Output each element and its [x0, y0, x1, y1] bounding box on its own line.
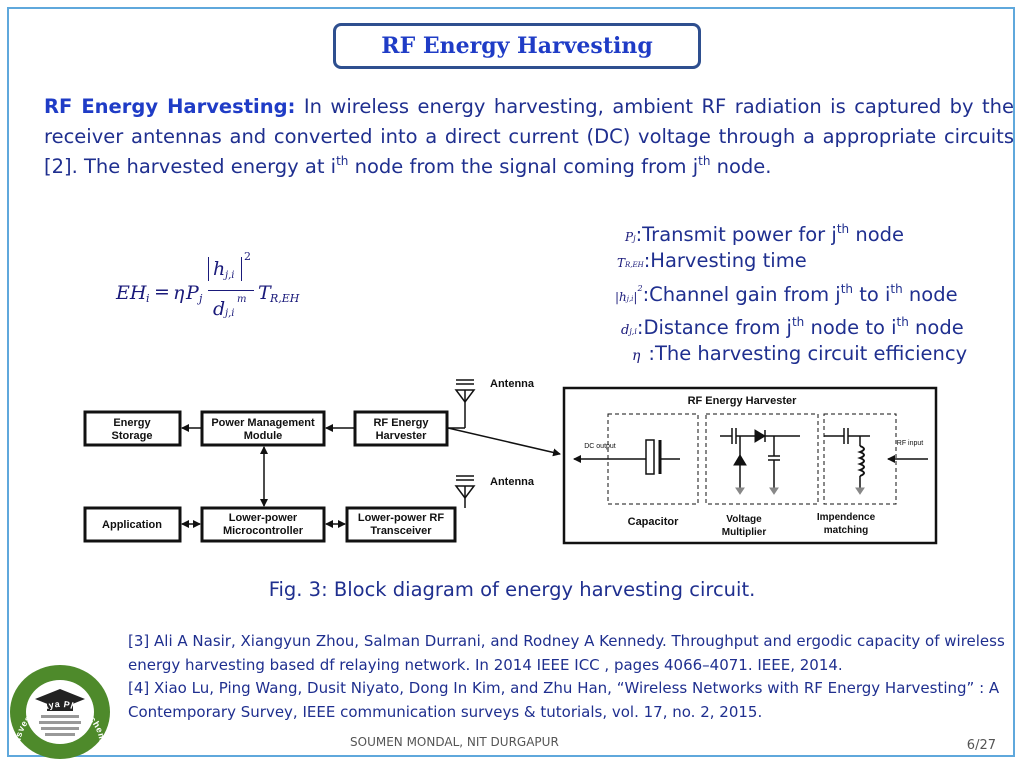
- intro-paragraph: RF Energy Harvesting: In wireless energy…: [44, 92, 1014, 182]
- var-symbol-p: P: [625, 230, 634, 244]
- block-diagram: Energy Storage Power Management Module R…: [83, 378, 938, 545]
- intro-text-3: node.: [710, 155, 772, 178]
- footer-author: SOUMEN MONDAL, NIT DURGAPUR: [350, 735, 559, 749]
- var-channel-gain: |hj,i|2:Channel gain from jth to ith nod…: [615, 282, 958, 306]
- mcu-label-2: Microcontroller: [223, 525, 304, 537]
- rf-harvester-label-1: RF Energy: [373, 417, 429, 429]
- figure-caption: Fig. 3: Block diagram of energy harvesti…: [268, 578, 756, 601]
- impedance-label-1: Impendence: [817, 512, 876, 523]
- intro-text-1: In wireless energy harvesting, ambient R…: [44, 95, 1014, 178]
- var-symbol-h-sup: 2: [637, 284, 643, 293]
- var-sup: th: [836, 222, 850, 236]
- power-management-block: [200, 410, 326, 447]
- eq-eta: η: [173, 282, 185, 304]
- var-transmit-power: Pj:Transmit power for jth node: [625, 223, 904, 246]
- var-label: :Distance from j: [636, 316, 792, 339]
- eq-d-sup: m: [237, 294, 247, 305]
- var-symbol-t-sub: R,EH: [625, 261, 644, 269]
- rf-input-label: RF input: [897, 440, 924, 447]
- eq-lhs-sub: i: [146, 292, 150, 305]
- eq-h-sub: j,i: [225, 270, 235, 281]
- var-label: :The harvesting circuit efficiency: [648, 342, 968, 365]
- power-mgmt-label-2: Module: [244, 430, 283, 442]
- impedance-label-2: matching: [824, 525, 868, 536]
- var-label: :Transmit power for j: [635, 223, 837, 246]
- application-label: Application: [102, 519, 162, 531]
- var-sup-2: th: [896, 315, 909, 329]
- power-mgmt-label-1: Power Management: [211, 417, 315, 429]
- var-label-post: node: [902, 283, 958, 306]
- eq-abs-right: [241, 257, 242, 281]
- rf-harvester-detail-box: [562, 386, 938, 545]
- var-symbol-h: |h: [615, 290, 627, 304]
- var-sup: th: [791, 315, 805, 329]
- eq-abs-left: [208, 257, 209, 281]
- voltage-multiplier-label-1: Voltage: [726, 514, 762, 525]
- energy-storage-label-1: Energy: [113, 417, 151, 429]
- reference-3: [3] Ali A Nasir, Xiangyun Zhou, Salman D…: [128, 632, 1005, 674]
- transceiver-label-2: Transceiver: [370, 525, 432, 537]
- var-label-post: node: [908, 316, 964, 339]
- arrow-to-detail: [447, 427, 561, 457]
- antenna-icon-bottom: [454, 485, 476, 500]
- eq-p-sub: j: [199, 292, 203, 305]
- var-label-mid: to i: [853, 283, 891, 306]
- harvested-energy-equation: EH i = η P j h j,i 2 d j,i m T R,EH: [112, 250, 312, 330]
- var-sup: th: [840, 282, 853, 296]
- var-symbol-d-sub: j,i: [629, 327, 637, 336]
- var-harvesting-time: TR,EH:Harvesting time: [617, 249, 807, 272]
- reference-4: [4] Xiao Lu, Ping Wang, Dusit Niyato, Do…: [128, 679, 1000, 721]
- eq-h: h: [213, 258, 226, 280]
- mcu-label-1: Lower-power: [229, 512, 298, 524]
- eq-d: d: [213, 298, 226, 320]
- var-symbol-eta: η: [632, 348, 641, 364]
- transceiver-block: [345, 506, 457, 543]
- microcontroller-block: [200, 506, 326, 543]
- rf-harvester-label-2: Harvester: [376, 430, 427, 442]
- var-distance: dj,i:Distance from jth node to ith node: [621, 316, 964, 339]
- antenna-label-bottom: Antenna: [490, 476, 535, 488]
- var-label: :Harvesting time: [643, 249, 807, 272]
- var-symbol-h-sub: j,i: [626, 295, 634, 303]
- var-label-mid: node to i: [804, 316, 897, 339]
- var-sup-2: th: [890, 282, 903, 296]
- intro-text-2: node from the signal coming from j: [348, 155, 699, 178]
- capacitor-label: Capacitor: [628, 516, 679, 528]
- var-label: :Channel gain from j: [642, 283, 841, 306]
- eq-t-sub: R,EH: [270, 292, 300, 305]
- energy-storage-block: [83, 410, 182, 447]
- slide-frame: [7, 7, 1015, 757]
- antenna-icon-top: [454, 389, 476, 404]
- eq-h-sup: 2: [244, 250, 251, 263]
- references: [3] Ali A Nasir, Xiangyun Zhou, Salman D…: [128, 630, 1008, 724]
- eq-p: P: [186, 282, 199, 304]
- transceiver-label-1: Lower-power RF: [358, 512, 444, 524]
- energy-storage-label-2: Storage: [112, 430, 153, 442]
- antenna-label-top: Antenna: [490, 378, 535, 390]
- dc-output-label: DC output: [584, 443, 616, 450]
- application-block: [83, 506, 182, 543]
- intro-lead: RF Energy Harvesting:: [44, 95, 296, 118]
- eq-t: T: [258, 282, 271, 304]
- var-symbol-d: d: [621, 323, 630, 338]
- intro-sup-i: th: [336, 154, 349, 168]
- voltage-multiplier-label-2: Multiplier: [722, 527, 767, 538]
- var-symbol-t: T: [617, 256, 626, 270]
- var-label-post: node: [849, 223, 905, 246]
- var-symbol-p-sub: j: [633, 234, 636, 243]
- page-number: 6/27: [966, 738, 996, 753]
- eq-lhs: EH: [116, 282, 147, 304]
- eq-fraction-bar: [208, 290, 254, 291]
- visvesvaraya-logo: Visvesvaraya PhD Scheme for Electronics …: [5, 657, 110, 759]
- intro-sup-j: th: [698, 154, 711, 168]
- eq-equals: =: [154, 281, 170, 303]
- slide-title: RF Energy Harvesting: [333, 23, 701, 69]
- var-efficiency: η :The harvesting circuit efficiency: [632, 342, 967, 365]
- detail-title: RF Energy Harvester: [688, 395, 798, 407]
- eq-d-sub: j,i: [225, 308, 235, 319]
